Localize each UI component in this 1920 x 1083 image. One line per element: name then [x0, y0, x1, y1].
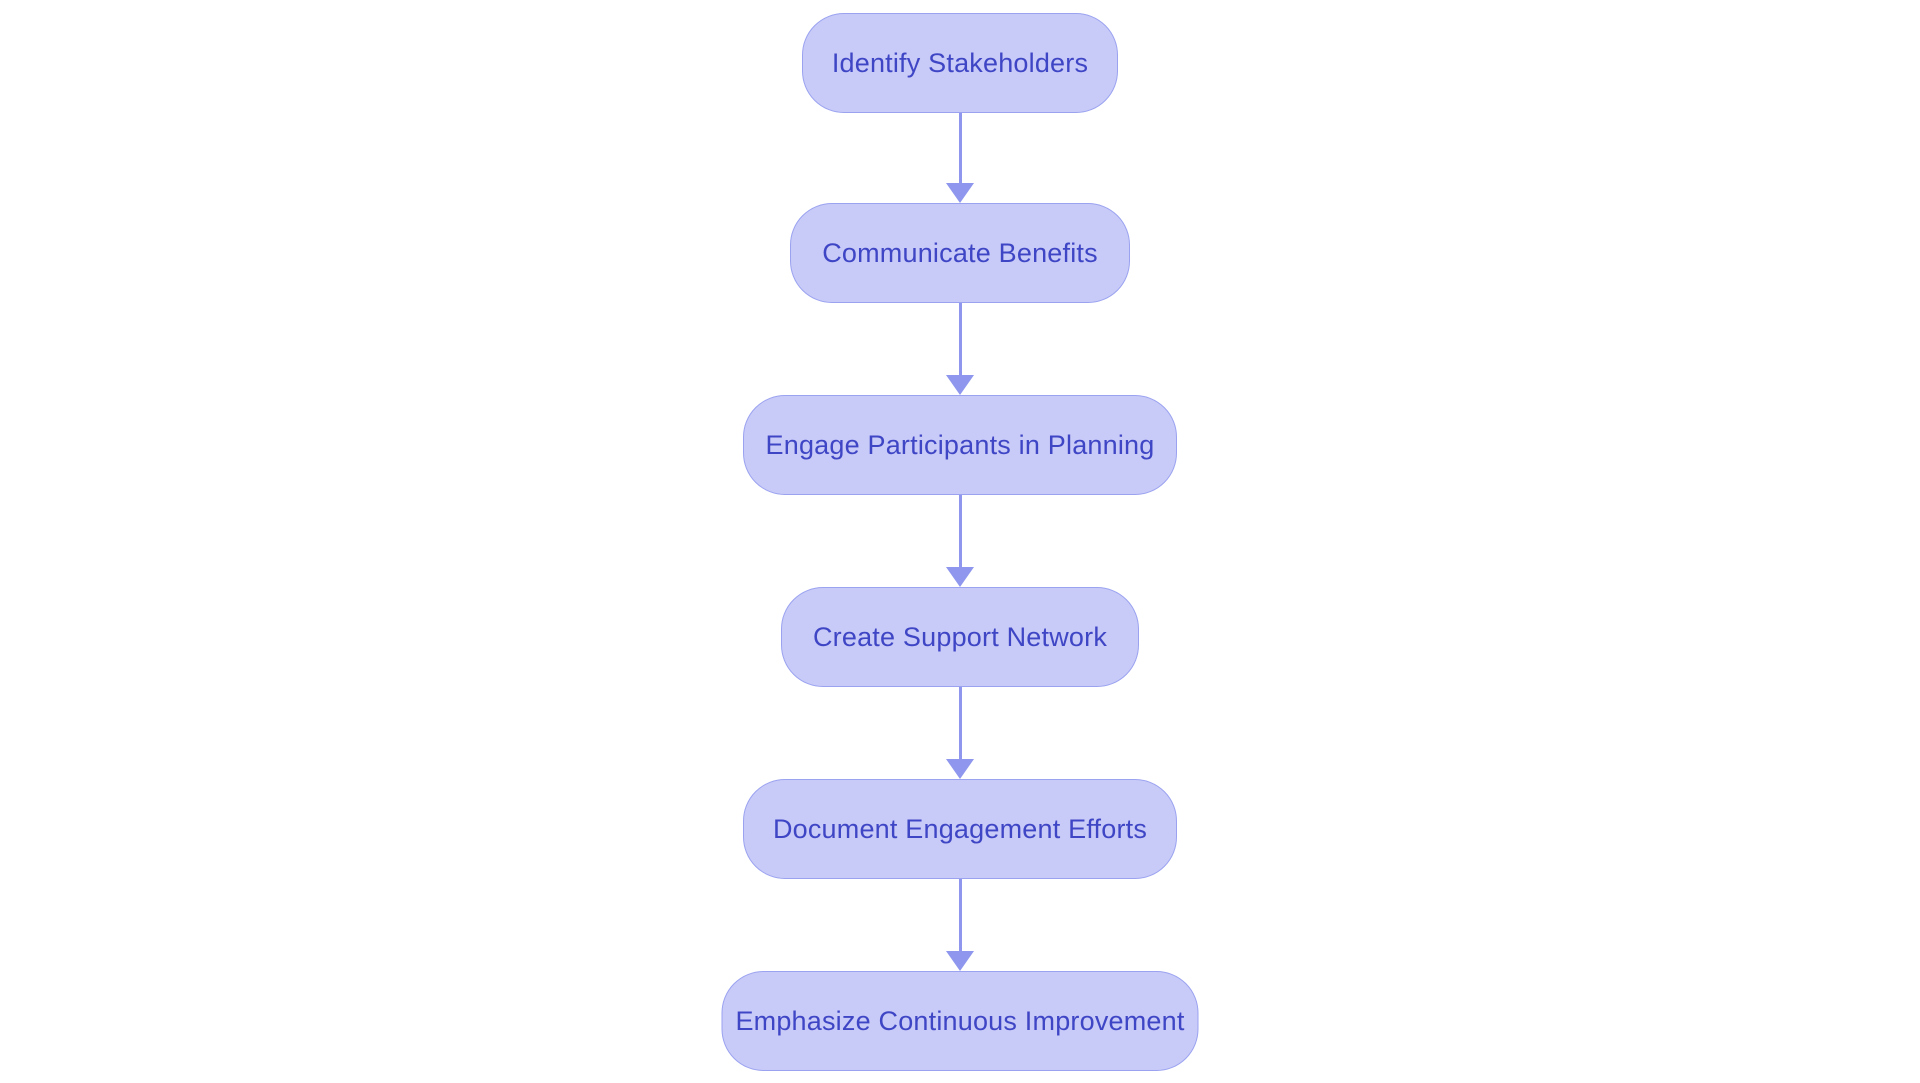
- arrow-head-down-icon: [946, 567, 974, 587]
- arrow-line: [958, 303, 962, 375]
- node-label: Engage Participants in Planning: [765, 429, 1155, 460]
- node-label: Identify Stakeholders: [831, 47, 1089, 78]
- flow-arrow-5: [946, 879, 974, 971]
- arrow-line: [958, 879, 962, 951]
- node-label: Emphasize Continuous Improvement: [735, 1005, 1185, 1036]
- flow-arrow-4: [946, 687, 974, 779]
- arrow-line: [958, 687, 962, 759]
- arrow-head-down-icon: [946, 183, 974, 203]
- flow-node-document-engagement-efforts: Document Engagement Efforts: [743, 779, 1177, 879]
- flow-node-create-support-network: Create Support Network: [781, 587, 1139, 687]
- arrow-head-down-icon: [946, 951, 974, 971]
- node-label: Create Support Network: [812, 621, 1108, 652]
- arrow-head-down-icon: [946, 375, 974, 395]
- arrow-line: [958, 495, 962, 567]
- node-label: Communicate Benefits: [822, 237, 1098, 268]
- flow-arrow-1: [946, 113, 974, 203]
- arrow-head-down-icon: [946, 759, 974, 779]
- flow-node-communicate-benefits: Communicate Benefits: [790, 203, 1130, 303]
- flow-arrow-3: [946, 495, 974, 587]
- arrow-line: [958, 113, 962, 183]
- flow-node-emphasize-continuous-improvement: Emphasize Continuous Improvement: [721, 971, 1199, 1071]
- flow-node-engage-participants-in-planning: Engage Participants in Planning: [743, 395, 1177, 495]
- node-label: Document Engagement Efforts: [772, 813, 1148, 844]
- flow-arrow-2: [946, 303, 974, 395]
- flow-node-identify-stakeholders: Identify Stakeholders: [802, 13, 1118, 113]
